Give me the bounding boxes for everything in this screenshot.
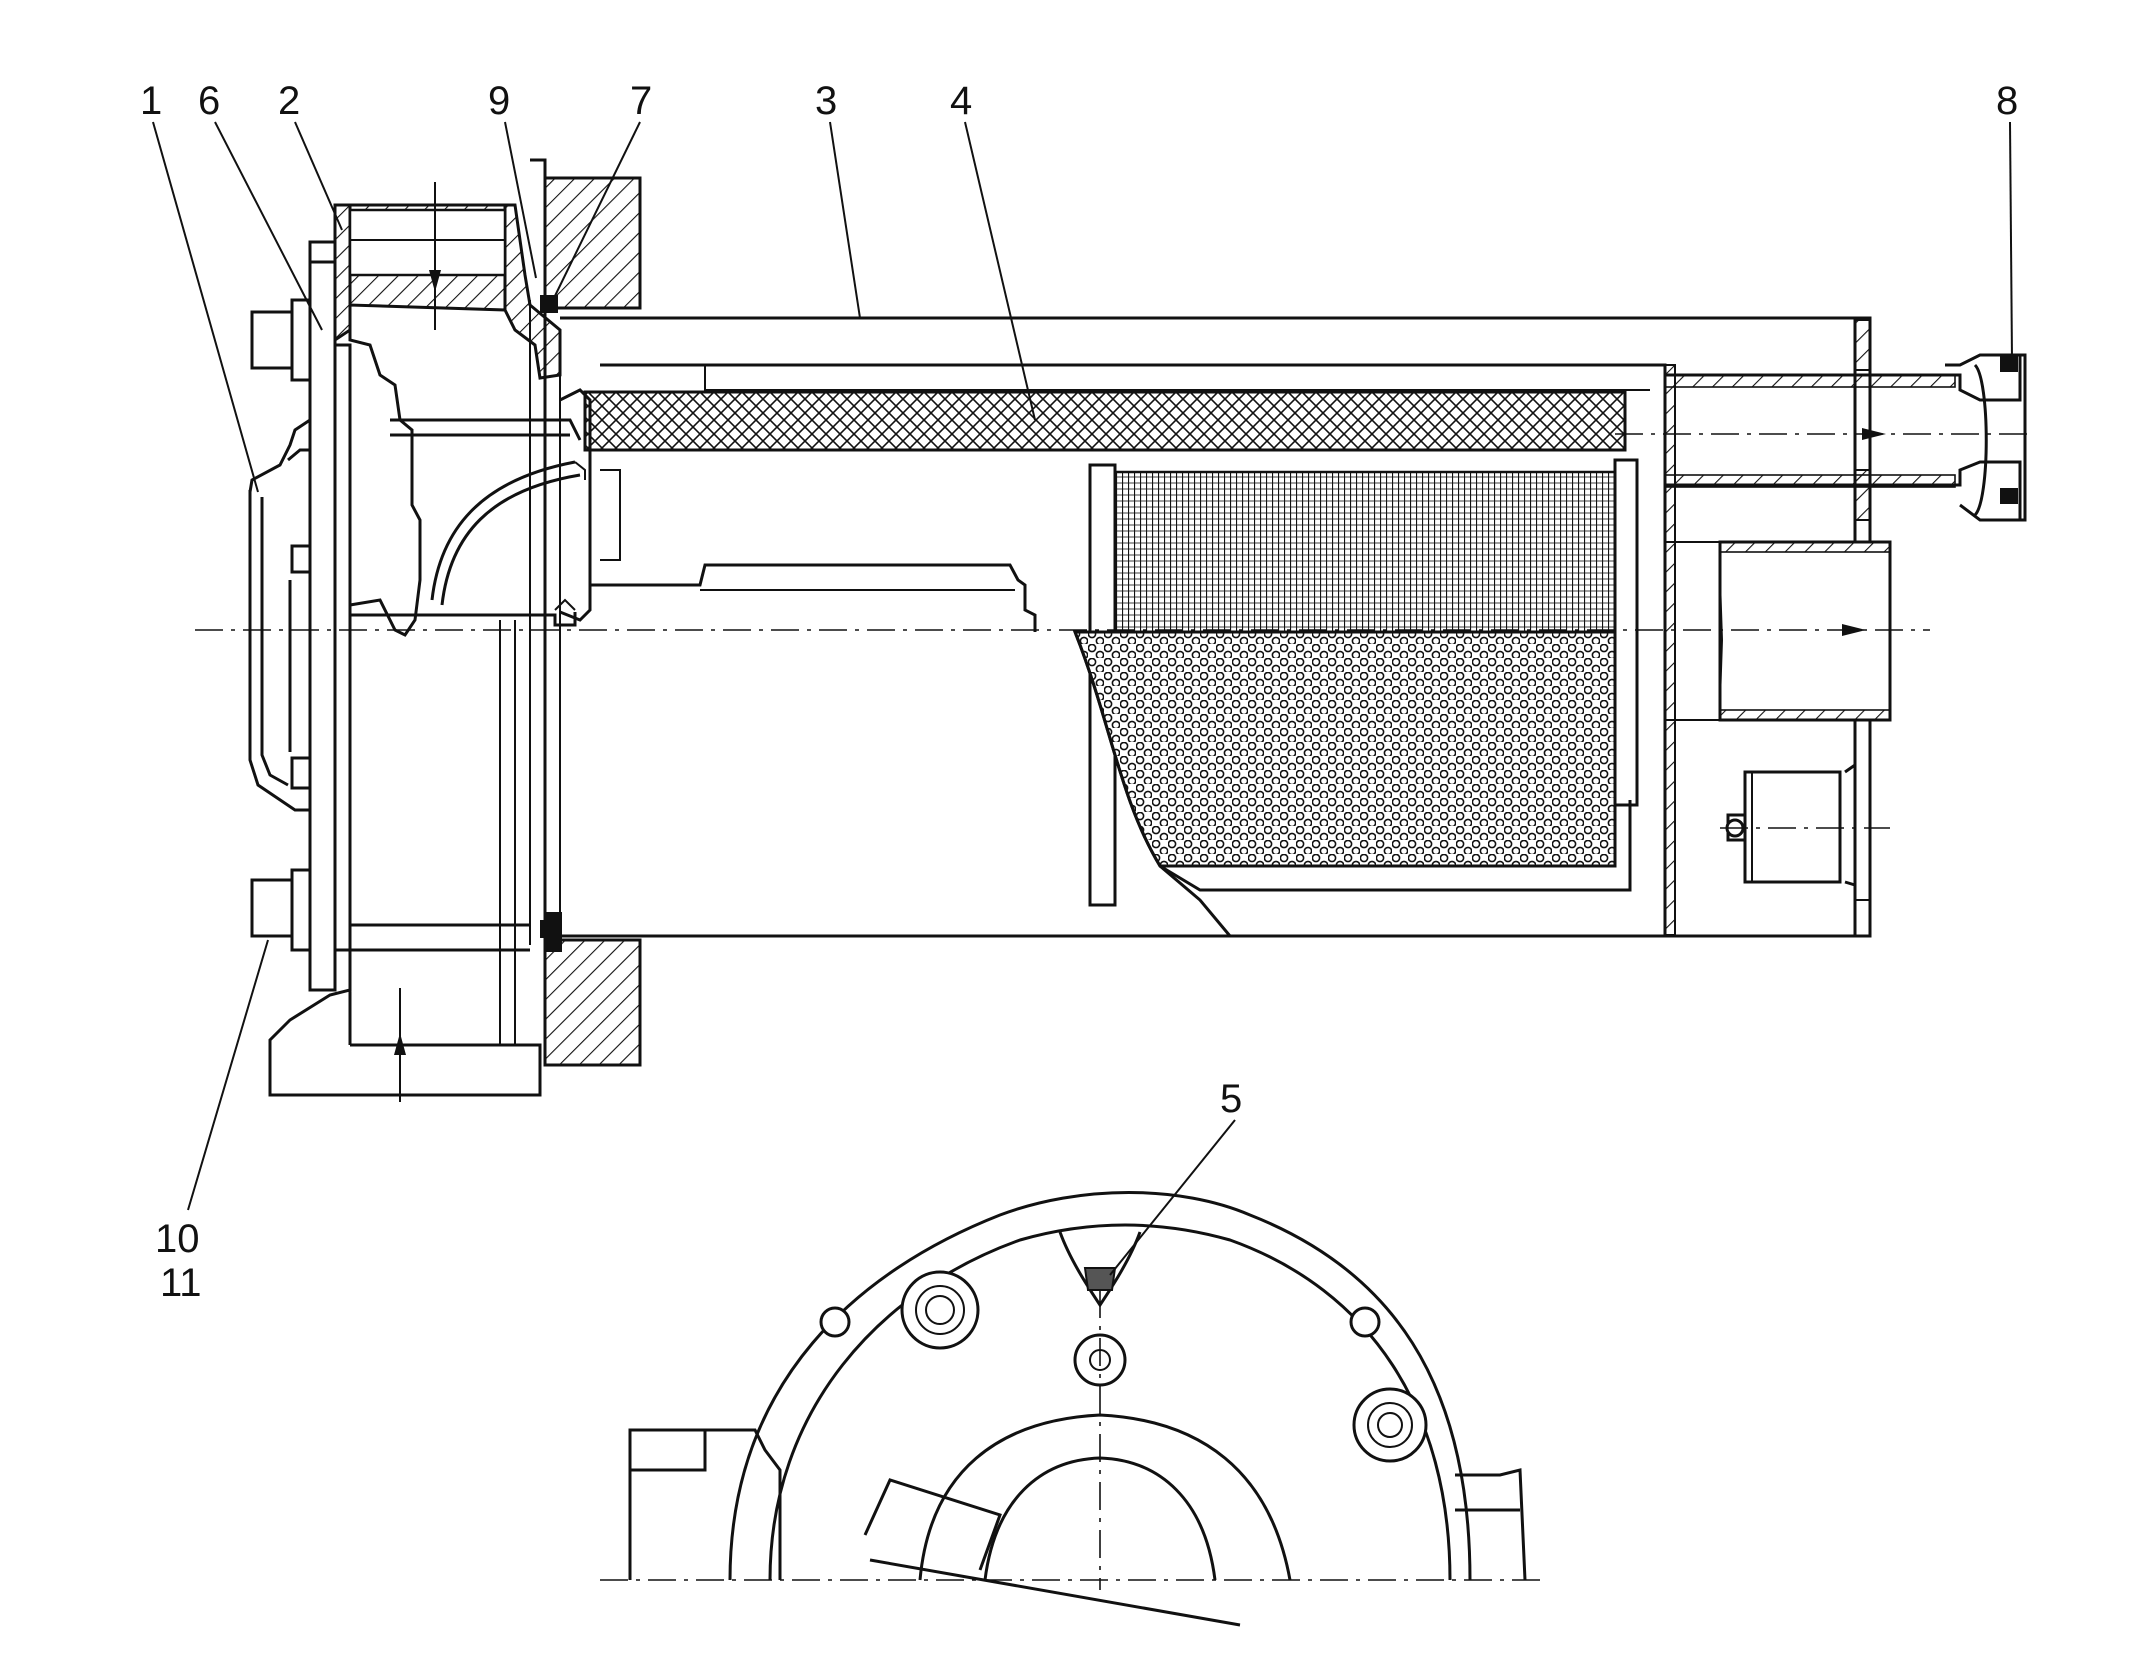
inlet-foot <box>268 912 562 1097</box>
filter-layer <box>583 390 1627 452</box>
leader-lines <box>152 121 2013 1276</box>
callout-2: 2 <box>278 79 300 123</box>
callouts: 1 6 2 9 7 3 4 8 5 10 11 <box>140 79 2018 1305</box>
callout-7: 7 <box>630 79 652 123</box>
callout-8: 8 <box>1996 79 2018 123</box>
callout-3: 3 <box>815 79 837 123</box>
inlet-flow-arrow-icon <box>429 270 441 292</box>
callout-11: 11 <box>160 1261 202 1305</box>
callout-4: 4 <box>950 79 972 123</box>
drain-valve <box>1725 762 1857 888</box>
housing-wall-hatch <box>1854 319 1871 371</box>
inner-cylinder <box>600 363 1676 936</box>
center-lines <box>195 433 2035 829</box>
central-element <box>588 563 1037 632</box>
callout-9: 9 <box>488 79 510 123</box>
outlet-pipe <box>1664 353 2027 522</box>
lower-flow-arrow-icon <box>394 1033 406 1055</box>
bolt-right <box>1352 1387 1428 1463</box>
perforated-tube <box>1072 630 1617 868</box>
bolt-left <box>900 1270 980 1350</box>
end-cover <box>248 240 352 992</box>
end-view <box>600 1191 1540 1627</box>
head-interior <box>348 300 621 1045</box>
callout-10: 10 <box>155 1217 200 1261</box>
callout-6: 6 <box>198 79 220 123</box>
callout-1: 1 <box>140 79 162 123</box>
callout-5: 5 <box>1220 1077 1242 1121</box>
inlet-housing <box>333 158 642 1067</box>
